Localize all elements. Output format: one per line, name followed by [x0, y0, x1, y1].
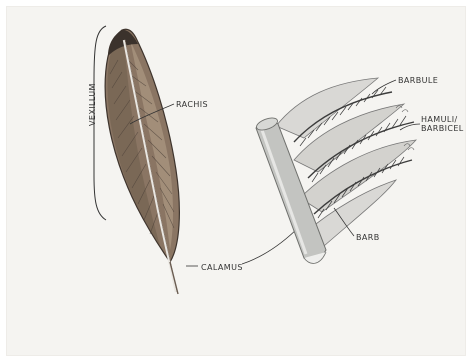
barb-structure — [255, 78, 416, 263]
barbule-leader-line — [372, 80, 396, 94]
barbule-label: BARBULE — [398, 76, 438, 85]
vexillum-label: VEXILLUM — [88, 83, 97, 126]
feather — [105, 29, 179, 294]
calamus-leader-line-right — [242, 226, 300, 264]
hamuli-barbicel-label: HAMULI/ BARBICEL — [421, 115, 465, 133]
calamus-label: CALAMUS — [201, 263, 243, 272]
feather-calamus — [170, 262, 178, 294]
barb-label: BARB — [356, 233, 380, 242]
rachis-label: RACHIS — [176, 100, 208, 109]
